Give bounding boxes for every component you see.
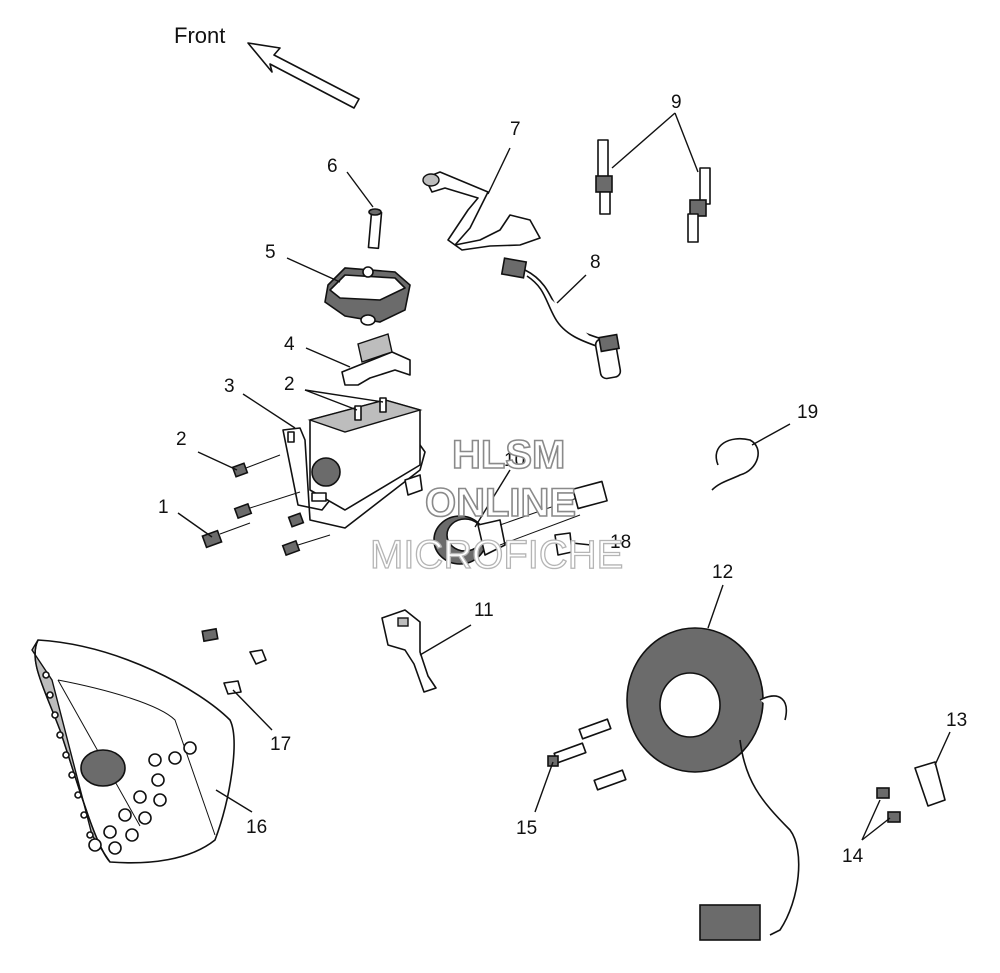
part-12-stator xyxy=(626,627,800,941)
callout-16: 16 xyxy=(246,817,267,838)
part-10-ignition-switch xyxy=(433,480,608,565)
callout-10: 10 xyxy=(504,450,525,471)
callout-13: 13 xyxy=(946,710,967,731)
part-15-bolts xyxy=(547,718,627,791)
callout-12: 12 xyxy=(712,562,733,583)
callout-19: 19 xyxy=(797,402,818,423)
part-3-bracket xyxy=(282,399,426,529)
callout-5: 5 xyxy=(265,242,276,263)
callout-9: 9 xyxy=(671,92,682,113)
part-11-key xyxy=(381,609,437,693)
callout-1: 1 xyxy=(158,497,169,518)
part-14-screws xyxy=(876,787,901,823)
part-5-coil xyxy=(324,266,411,326)
part-13-bracket xyxy=(914,761,946,807)
callout-6: 6 xyxy=(327,156,338,177)
watermark: HLSM ONLINE MICROFICHE xyxy=(369,432,624,577)
part-16-fairing xyxy=(31,639,235,864)
part-4-mount xyxy=(341,333,411,386)
watermark-line-1: HLSM xyxy=(452,433,565,477)
callout-18: 18 xyxy=(610,532,631,553)
callout-2a: 2 xyxy=(176,429,187,450)
callout-3: 3 xyxy=(224,376,235,397)
part-2-bolts xyxy=(231,397,387,557)
watermark-line-3: MICROFICHE xyxy=(370,533,623,577)
part-1-bolt xyxy=(201,522,251,549)
callout-2b: 2 xyxy=(284,374,295,395)
callout-11: 11 xyxy=(474,600,494,621)
callout-14: 14 xyxy=(842,846,864,867)
part-18-clip xyxy=(554,532,573,556)
watermark-line-2: ONLINE xyxy=(425,481,576,525)
callout-17: 17 xyxy=(270,734,291,755)
part-6-pin xyxy=(367,208,383,250)
front-arrow xyxy=(247,42,360,109)
part-7-lead xyxy=(422,171,541,251)
callout-4: 4 xyxy=(284,334,295,355)
leader-lines xyxy=(177,112,951,841)
callout-15: 15 xyxy=(516,818,537,839)
part-17-clips xyxy=(201,627,267,695)
callout-7: 7 xyxy=(510,119,521,140)
front-label: Front xyxy=(174,23,225,48)
part-8-lead xyxy=(500,257,622,380)
part-19-cable-tie xyxy=(711,438,759,491)
callout-8: 8 xyxy=(590,252,601,273)
part-9-spark-plugs xyxy=(595,139,711,243)
